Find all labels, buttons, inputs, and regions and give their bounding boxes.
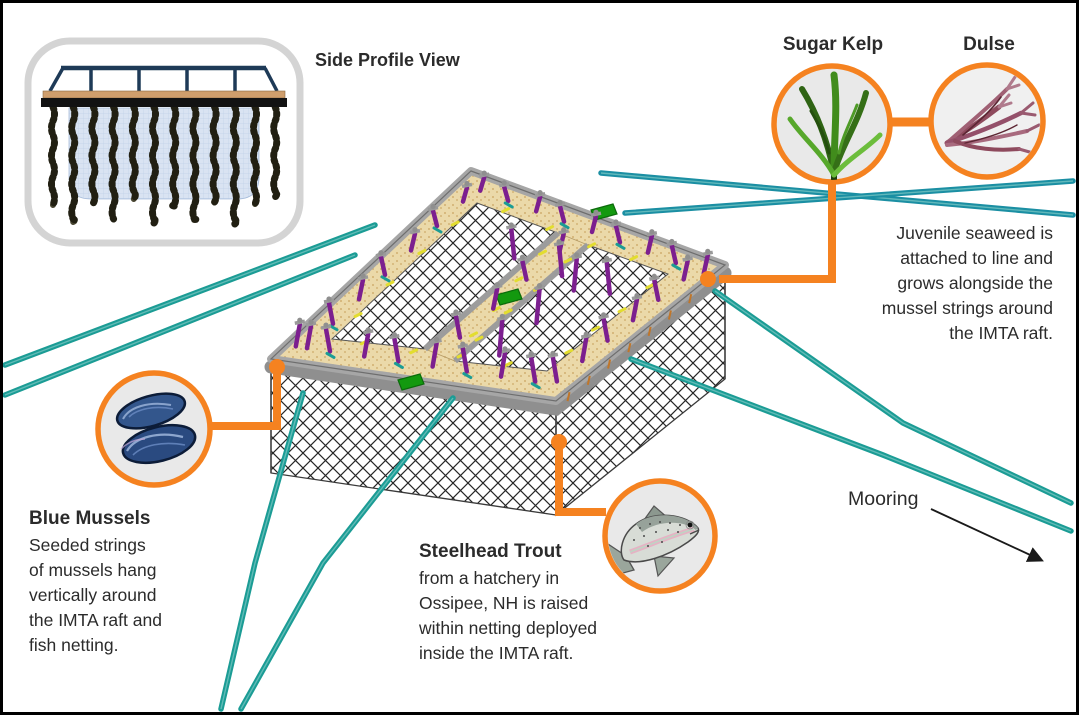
deck-post: [460, 180, 473, 204]
deck-post: [408, 227, 421, 253]
steelhead-trout-circle: [602, 478, 718, 594]
blue-mussels-title: Blue Mussels: [29, 508, 151, 529]
side-profile-art: [41, 65, 287, 228]
mooring-arrow: [930, 508, 1044, 562]
callout-connectors: [211, 117, 935, 516]
deck-post: [477, 170, 490, 193]
deck-post: [320, 322, 333, 354]
deck-post: [630, 292, 643, 323]
deck-post: [361, 327, 374, 359]
deck-post: [356, 273, 369, 302]
deck-post: [601, 255, 613, 297]
deck-post: [534, 283, 545, 326]
deck-post: [323, 296, 336, 327]
deck-post: [681, 254, 693, 282]
deck-post: [304, 319, 317, 351]
deck-post: [496, 313, 508, 358]
sugar-kelp-label: Sugar Kelp: [782, 34, 884, 55]
deck-post: [375, 250, 388, 278]
imta-raft: [264, 167, 732, 517]
deck-post: [525, 351, 538, 384]
steelhead-connector: [555, 444, 606, 516]
deck-post: [430, 336, 442, 369]
deck-post: [293, 317, 306, 349]
deck-post: [645, 229, 658, 255]
sugar-kelp-circle: [771, 63, 893, 185]
deck-post: [553, 239, 565, 279]
deck-post: [648, 273, 661, 303]
deck-post: [598, 312, 610, 343]
sugar-kelp-connector: [719, 183, 836, 283]
deck-post: [589, 209, 602, 235]
sugar-kelp-anchor-dot: [700, 271, 716, 287]
blue-mussels-icon: [115, 392, 197, 465]
mooring-lines-back: [3, 170, 1076, 398]
dulse-label: Dulse: [963, 34, 1015, 55]
deck-post: [490, 281, 503, 311]
dulse-icon: [944, 75, 1040, 155]
deck-post: [666, 238, 679, 266]
seaweed-note: Juvenile seaweed is attached to line and…: [881, 223, 1053, 343]
deck-post: [580, 331, 592, 364]
steelhead-anchor-dot: [551, 434, 567, 450]
sugar-kelp-icon: [787, 71, 883, 180]
blue-mussels-connector: [211, 369, 281, 430]
deck-post: [533, 190, 546, 214]
blue-mussels-circle: [95, 370, 213, 488]
deck-post: [498, 180, 511, 204]
dulse-circle: [928, 62, 1046, 180]
deck-post: [547, 350, 560, 384]
deck-post: [389, 331, 401, 364]
deck-post: [498, 346, 511, 379]
deck-post: [610, 219, 623, 245]
deck-post: [427, 203, 440, 229]
steelhead-trout-title: Steelhead Trout: [419, 541, 562, 562]
side-profile-label: Side Profile View: [315, 50, 460, 70]
deck-post: [450, 309, 463, 340]
deck-post: [701, 248, 714, 276]
deck-post: [457, 341, 470, 374]
mussel-strings: [48, 103, 281, 228]
diagram-scene: [3, 37, 1076, 712]
mooring-label: Mooring: [848, 488, 919, 510]
side-profile-inset: [24, 37, 304, 247]
deck-post: [554, 199, 567, 224]
blue-mussels-anchor-dot: [269, 359, 285, 375]
deck-post: [571, 252, 583, 293]
deck-post: [505, 222, 517, 261]
mooring-lines-front: [218, 288, 1074, 712]
steelhead-trout-body: from a hatchery in Ossipee, NH is raised…: [419, 568, 598, 663]
deck-post: [517, 254, 529, 282]
blue-mussels-body: Seeded strings of mussels hang verticall…: [29, 535, 162, 655]
